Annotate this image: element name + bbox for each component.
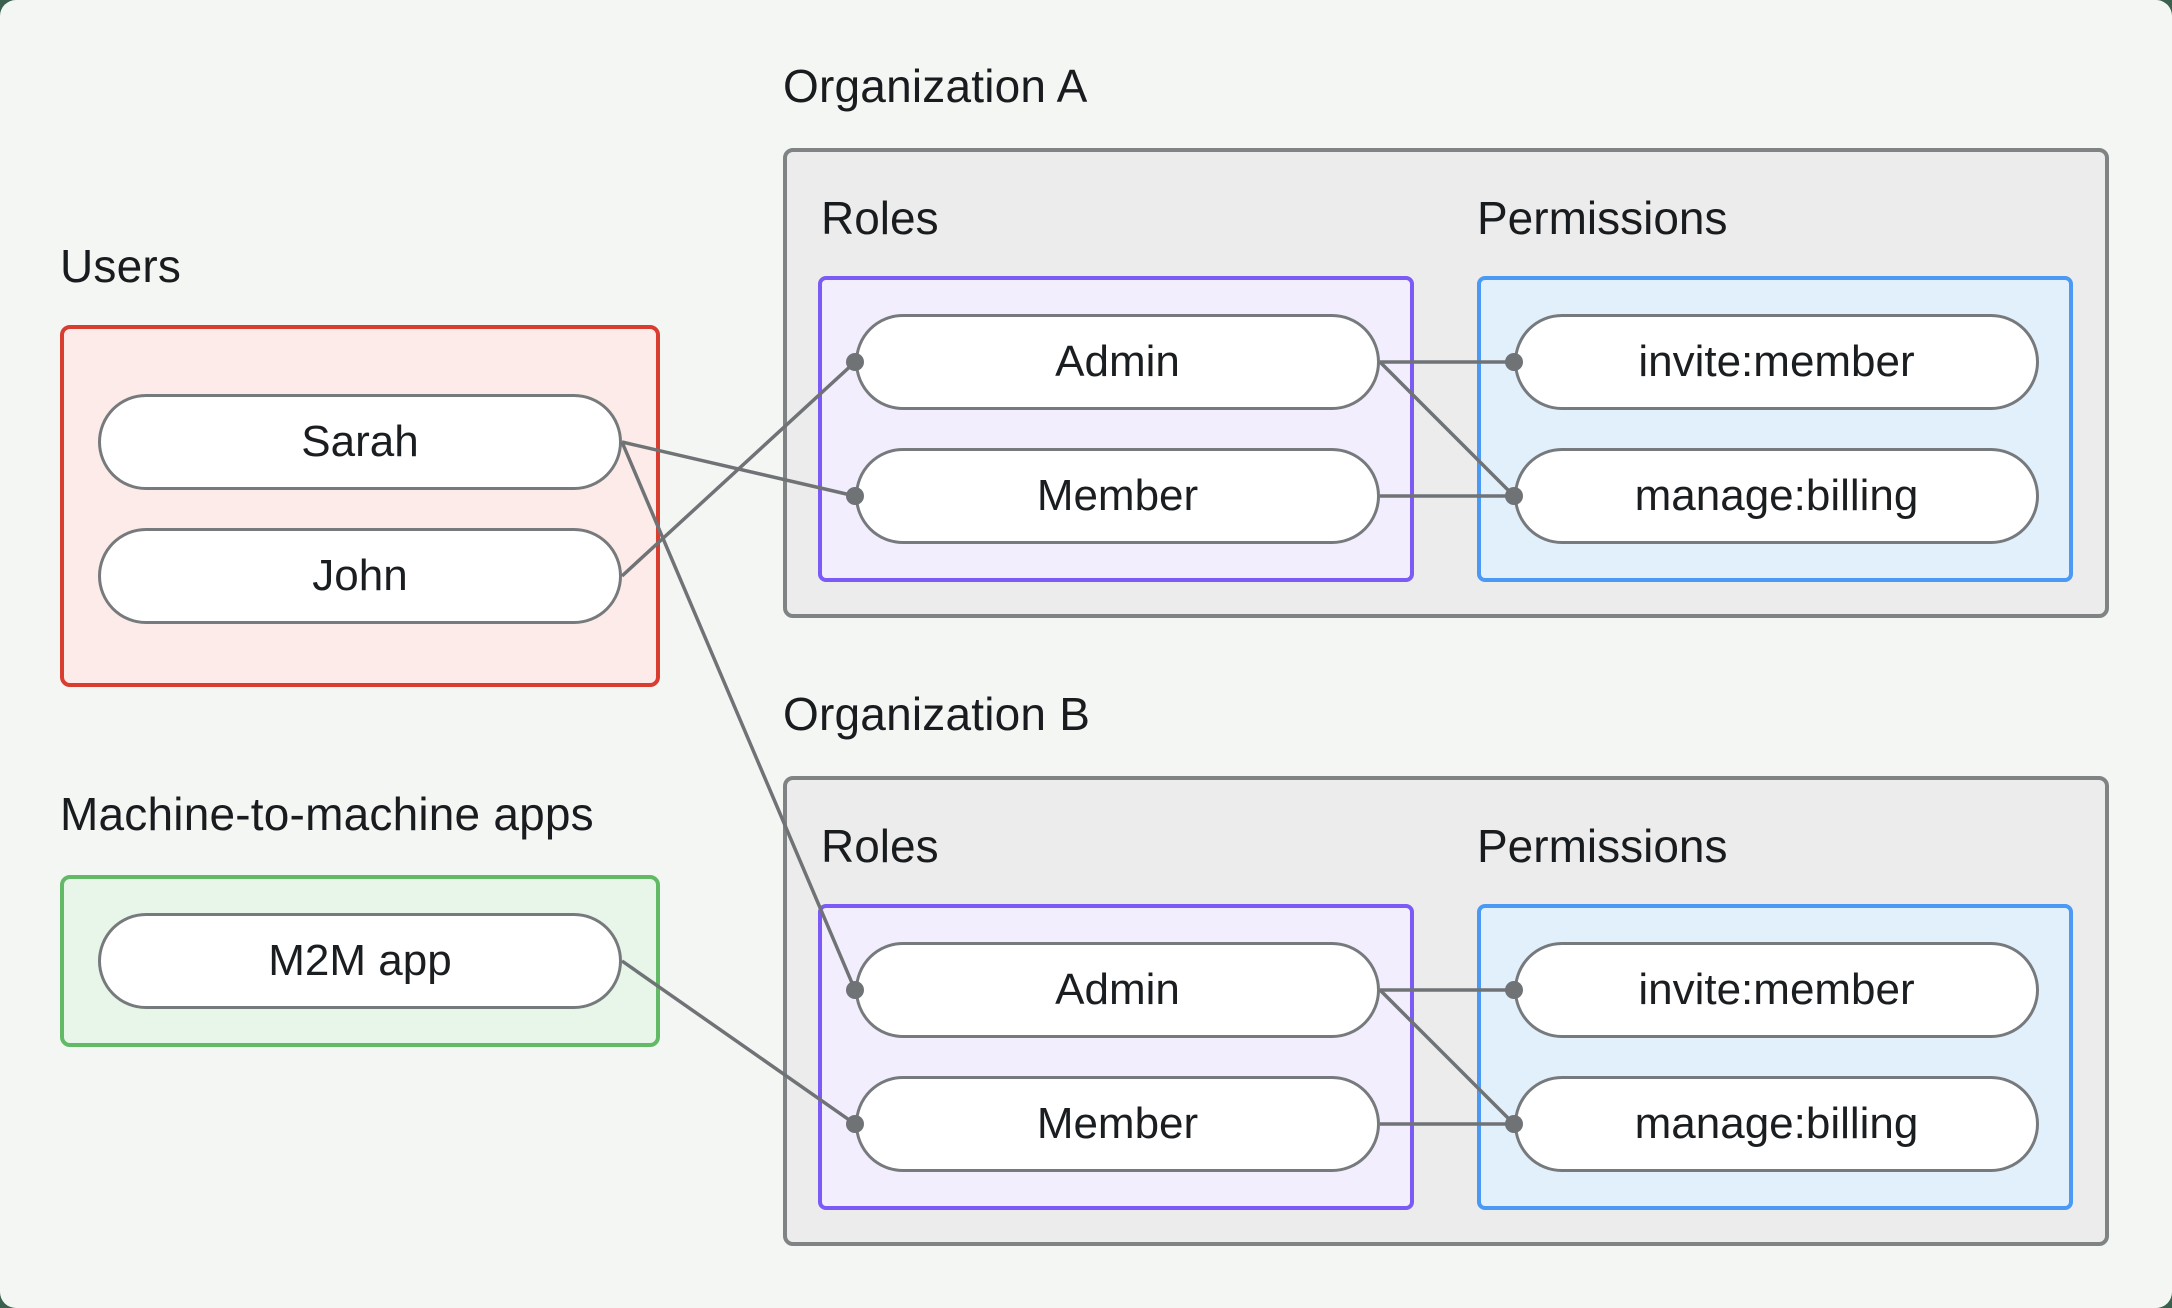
org-a-permissions-box: invite:member manage:billing xyxy=(1477,276,2073,582)
users-group-box: Sarah John xyxy=(60,325,660,687)
org-a-permission-manage-billing-label: manage:billing xyxy=(1634,471,1919,520)
organization-a-box: Roles Admin Member Permissions invite:me… xyxy=(783,148,2109,618)
m2m-app-node-label: M2M app xyxy=(268,936,452,985)
user-node-sarah-label: Sarah xyxy=(301,417,419,466)
users-group-label: Users xyxy=(60,240,182,292)
org-a-permission-invite-member-label: invite:member xyxy=(1638,337,1915,386)
org-a-roles-box: Admin Member xyxy=(818,276,1414,582)
org-b-role-member-label: Member xyxy=(1036,1099,1199,1148)
m2m-group-box: M2M app xyxy=(60,875,660,1047)
organization-a-label: Organization A xyxy=(783,60,1088,112)
org-b-role-admin: Admin xyxy=(855,942,1380,1038)
org-b-roles-label: Roles xyxy=(821,820,939,872)
organization-b-box: Roles Admin Member Permissions invite:me… xyxy=(783,776,2109,1246)
org-b-permissions-label: Permissions xyxy=(1477,820,1728,872)
org-b-permission-manage-billing: manage:billing xyxy=(1514,1076,2039,1172)
org-a-roles-label: Roles xyxy=(821,192,939,244)
org-a-role-member-label: Member xyxy=(1036,471,1199,520)
org-a-permission-manage-billing: manage:billing xyxy=(1514,448,2039,544)
org-b-roles-box: Admin Member xyxy=(818,904,1414,1210)
org-a-role-admin-label: Admin xyxy=(1055,337,1180,386)
org-a-permissions-label: Permissions xyxy=(1477,192,1728,244)
user-node-john: John xyxy=(98,528,622,624)
org-a-role-admin: Admin xyxy=(855,314,1380,410)
user-node-sarah: Sarah xyxy=(98,394,622,490)
org-b-permission-invite-member: invite:member xyxy=(1514,942,2039,1038)
org-a-permission-invite-member: invite:member xyxy=(1514,314,2039,410)
org-b-permissions-box: invite:member manage:billing xyxy=(1477,904,2073,1210)
org-b-role-member: Member xyxy=(855,1076,1380,1172)
org-b-permission-invite-member-label: invite:member xyxy=(1638,965,1915,1014)
org-b-role-admin-label: Admin xyxy=(1055,965,1180,1014)
org-a-role-member: Member xyxy=(855,448,1380,544)
user-node-john-label: John xyxy=(312,551,408,600)
m2m-group-label: Machine-to-machine apps xyxy=(60,788,594,840)
org-b-permission-manage-billing-label: manage:billing xyxy=(1634,1099,1919,1148)
m2m-app-node: M2M app xyxy=(98,913,622,1009)
organization-b-label: Organization B xyxy=(783,688,1091,740)
